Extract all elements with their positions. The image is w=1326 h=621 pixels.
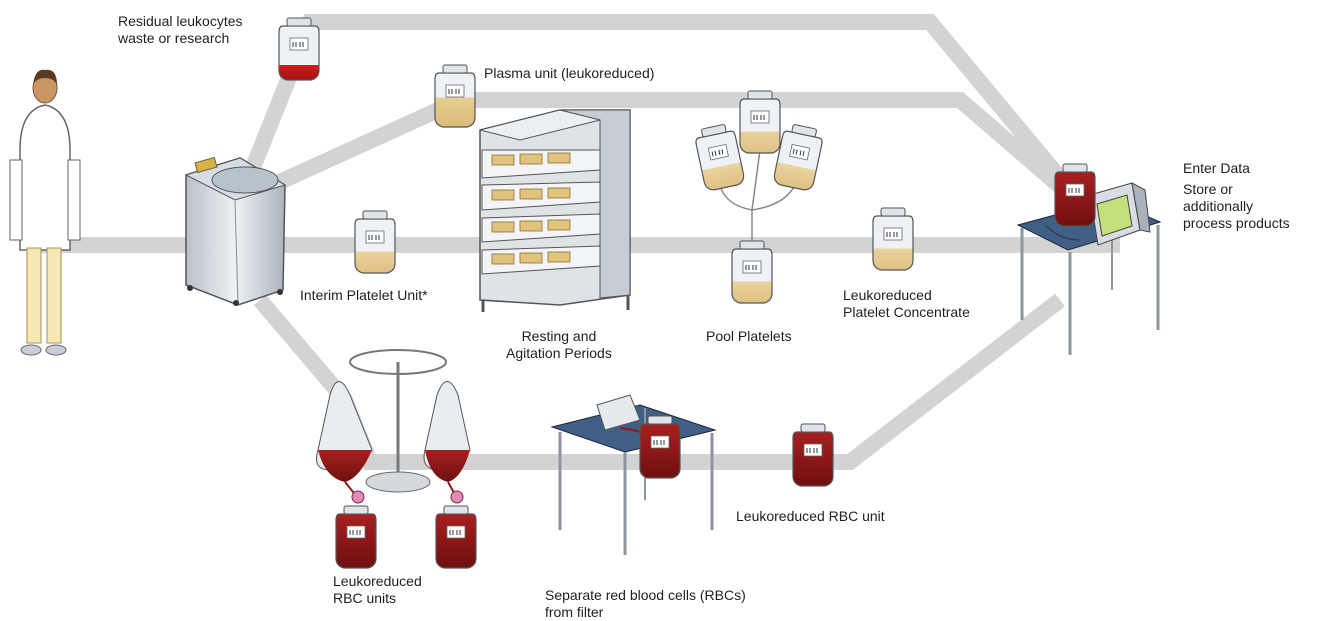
separate-rbc-label: Separate red blood cells (RBCs)from filt…: [545, 587, 746, 620]
residual-bag: [278, 17, 320, 81]
leukoreduced-platelet-bag: [872, 207, 914, 271]
waste-path: [232, 14, 1077, 203]
workstation-icon: [1016, 163, 1162, 355]
plasma-bag: [434, 64, 476, 128]
pool-platelets-icon: [692, 90, 826, 304]
interim-platelet-bag: [354, 210, 396, 274]
filter-table-icon: [550, 394, 717, 555]
plasma-unit-label: Plasma unit (leukoreduced): [484, 65, 655, 81]
rbc-path: [253, 293, 1065, 470]
agitator-rack-icon: [479, 109, 631, 312]
technician-icon: [9, 69, 81, 356]
leukoreduced-rbc-unit-label: Leukoreduced RBC unit: [736, 508, 885, 524]
plasma-path: [236, 92, 1076, 208]
leukoreduced-rbc-bag: [792, 423, 834, 487]
interim-platelet-label: Interim Platelet Unit*: [300, 287, 428, 303]
centrifuge-icon: [184, 156, 287, 306]
iv-stand-icon: [316, 349, 477, 569]
pool-platelets-label: Pool Platelets: [706, 328, 792, 344]
